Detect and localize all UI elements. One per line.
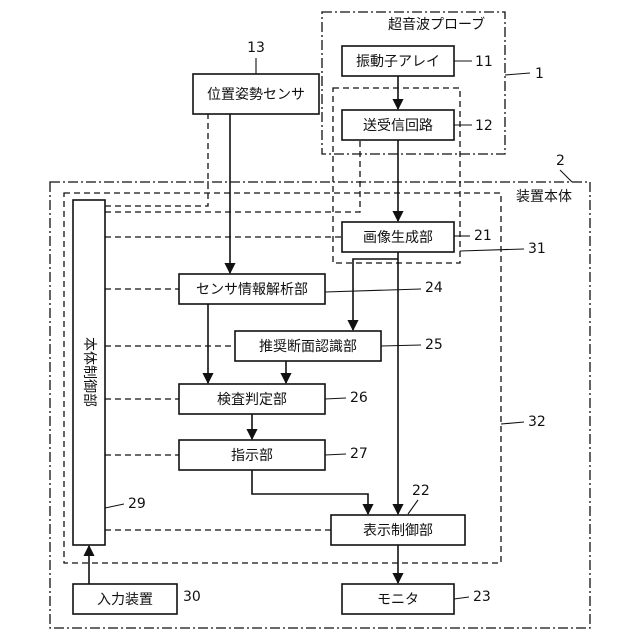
image-gen-label: 画像生成部 <box>363 230 433 246</box>
ref-pos-sensor: 13 <box>247 40 265 56</box>
recommend-label: 推奨断面認識部 <box>259 339 357 355</box>
ref-input-device: 30 <box>183 589 201 605</box>
ref-transducer: 11 <box>475 54 493 70</box>
leader-sensor-analysis <box>325 289 421 292</box>
ref-sensor-analysis: 24 <box>425 280 443 296</box>
exam-judge-label: 検査判定部 <box>217 392 287 408</box>
ref-image-gen: 21 <box>474 228 492 244</box>
ref-exam-judge: 26 <box>350 390 368 406</box>
leader-main-ctrl <box>105 504 124 508</box>
leader-processor-32 <box>501 422 524 424</box>
transceiver-label: 送受信回路 <box>363 118 433 134</box>
main-ctrl-label: 本体制御部 <box>81 337 97 407</box>
ref-instruct: 27 <box>350 446 368 462</box>
body-group-label: 装置本体 <box>516 189 572 205</box>
input-device-label: 入力装置 <box>97 592 153 608</box>
ref-processor-31: 31 <box>528 241 546 257</box>
ref-body: 2 <box>556 153 565 169</box>
instruct-label: 指示部 <box>231 448 273 464</box>
ref-processor-32: 32 <box>528 414 546 430</box>
leader-monitor <box>454 597 469 599</box>
leader-exam-judge <box>325 398 346 399</box>
leader-probe <box>505 73 530 75</box>
transducer-label: 振動子アレイ <box>356 54 440 70</box>
leader-recommend <box>381 345 421 346</box>
ref-recommend: 25 <box>425 337 443 353</box>
leader-display-ctrl <box>408 500 418 514</box>
ref-probe: 1 <box>535 66 544 82</box>
pos-sensor-label: 位置姿勢センサ <box>207 87 305 103</box>
leader-processor-31 <box>460 249 524 251</box>
arrow-instruct-to-display <box>252 470 368 514</box>
ctrl-line-pos-sensor <box>105 114 208 206</box>
ref-main-ctrl: 29 <box>128 496 146 512</box>
probe-group-label: 超音波プローブ <box>388 16 485 33</box>
arrow-image-gen-to-recommend <box>353 259 398 330</box>
monitor-label: モニタ <box>377 592 419 608</box>
ref-transceiver: 12 <box>475 118 493 134</box>
leader-instruct <box>325 454 346 455</box>
leader-body <box>560 170 572 182</box>
display-ctrl-label: 表示制御部 <box>363 523 433 539</box>
sensor-analysis-label: センサ情報解析部 <box>196 282 308 298</box>
ref-monitor: 23 <box>473 589 491 605</box>
ref-display-ctrl: 22 <box>412 483 430 499</box>
